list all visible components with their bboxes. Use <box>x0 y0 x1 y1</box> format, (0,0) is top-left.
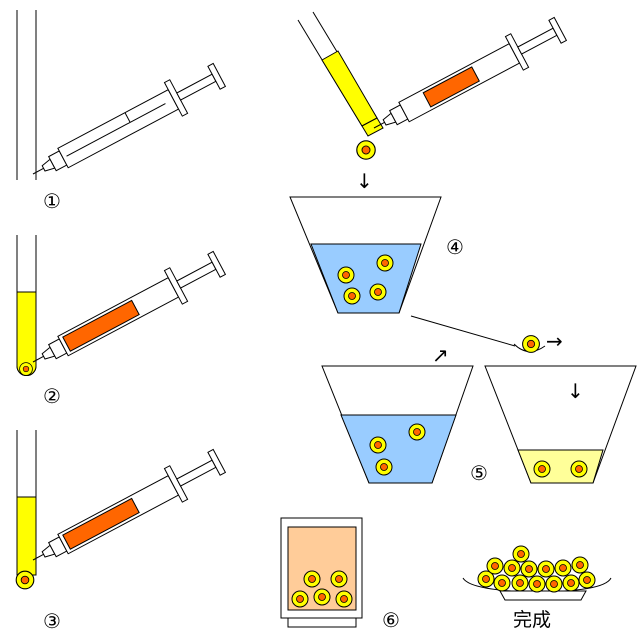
step-label: ⑤ <box>470 461 488 485</box>
step-label: ⑥ <box>382 608 400 632</box>
capsule-bead-icon <box>537 560 555 578</box>
capsule-bead-icon <box>369 283 387 301</box>
syringe-icon <box>364 11 570 146</box>
glass-tube-icon <box>16 235 37 376</box>
capsule-bead-icon <box>571 556 589 574</box>
step-2-group: ② <box>16 235 229 408</box>
step-1-group: ① <box>16 10 229 213</box>
dish-icon <box>462 577 612 601</box>
capsule-bead-icon <box>303 570 321 588</box>
final-group: 完成 <box>462 545 612 631</box>
arrow-right-icon: → <box>546 329 563 353</box>
arrow-down-icon: ↓ <box>567 379 584 403</box>
spoon-group: → ↗ <box>410 315 563 367</box>
step-label: ④ <box>446 235 464 259</box>
step-label: ③ <box>43 609 61 633</box>
capsule-bead-icon <box>15 570 35 590</box>
syringe-icon <box>23 245 229 380</box>
capsule-bead-icon <box>376 254 394 272</box>
step-label: ① <box>43 189 61 213</box>
capsule-bead-icon <box>375 458 393 476</box>
capsule-bead-icon <box>528 575 546 593</box>
dropping-group: ↓ <box>297 11 570 193</box>
beaker-icon <box>289 196 442 314</box>
syringe-icon <box>23 57 229 192</box>
capsule-bead-icon <box>291 590 309 608</box>
capsule-bead-icon <box>545 575 563 593</box>
step-3-group: ③ <box>15 430 229 633</box>
capsule-bead-icon <box>503 559 521 577</box>
capsule-bead-icon <box>330 570 348 588</box>
capsule-bead-icon <box>335 590 353 608</box>
step-5-group: ↓ ⑤ <box>321 365 637 485</box>
capsule-bead-icon <box>369 436 387 454</box>
final-label: 完成 <box>513 609 551 631</box>
capsule-bead-icon <box>493 574 511 592</box>
capsule-bead-icon <box>511 574 529 592</box>
capsule-bead-icon <box>570 460 588 478</box>
capsule-bead-icon <box>562 574 580 592</box>
capsule-bead-icon <box>522 335 540 353</box>
capsule-bead-icon <box>343 287 361 305</box>
capsule-bead-icon <box>337 266 355 284</box>
capsule-bead-icon <box>408 423 426 441</box>
capsule-bead-icon <box>356 140 376 160</box>
container-icon <box>280 517 363 628</box>
capsule-bead-icon <box>578 571 596 589</box>
step-4-group: ④ <box>289 196 464 314</box>
step-label: ② <box>43 384 61 408</box>
glass-tube-icon <box>297 11 384 137</box>
capsule-bead-icon <box>486 557 504 575</box>
arrow-down-icon: ↓ <box>356 169 373 193</box>
glass-tube-icon <box>16 430 37 576</box>
capsule-bead-icon <box>554 559 572 577</box>
capsule-bead-icon <box>533 460 551 478</box>
beaker-icon <box>484 365 637 484</box>
capsule-bead-icon <box>512 545 530 563</box>
syringe-icon <box>23 443 229 578</box>
capsule-bead-icon <box>19 362 33 376</box>
step-6-group: ⑥ <box>280 517 400 632</box>
beaker-icon <box>321 365 474 484</box>
arrow-up-right-icon: ↗ <box>432 343 449 367</box>
glass-tube-icon <box>16 10 37 180</box>
capsule-bead-icon <box>313 588 331 606</box>
capsule-bead-icon <box>520 560 538 578</box>
